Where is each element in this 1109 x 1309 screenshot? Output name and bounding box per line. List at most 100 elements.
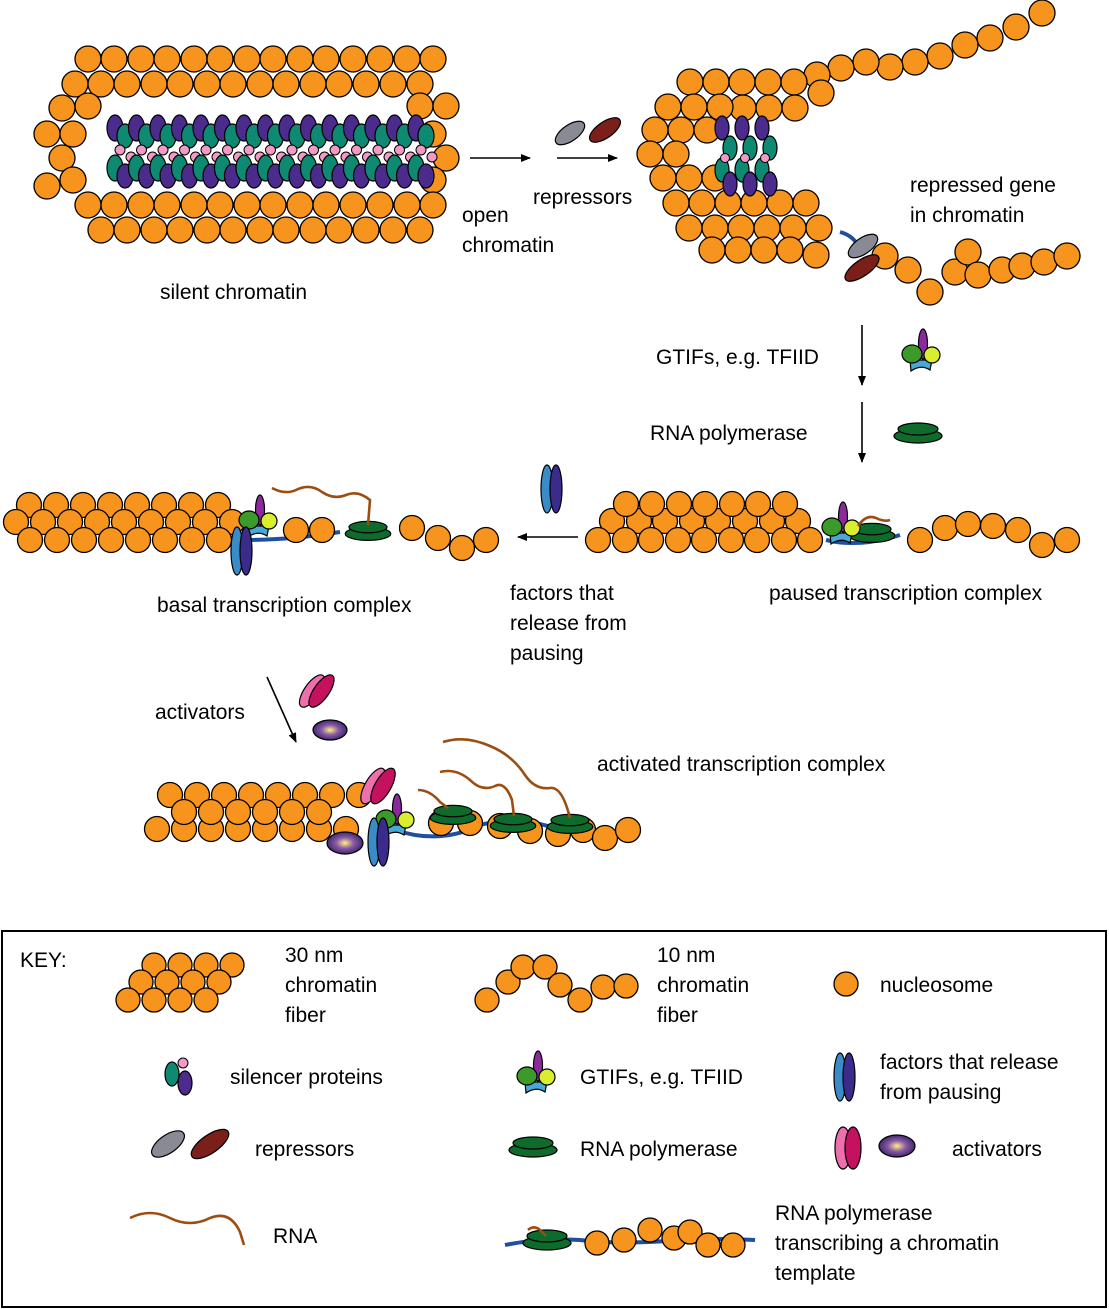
nucleosome (717, 526, 745, 554)
gtif-subunit (901, 344, 923, 364)
key-30nm-line1: 30 nm (285, 944, 343, 967)
key-activators: activators (952, 1138, 1042, 1161)
nucleosome (718, 490, 746, 518)
nucleosome (792, 189, 820, 217)
nucleosome (305, 798, 333, 826)
rna-transcript (856, 515, 891, 527)
nucleosome (613, 973, 639, 999)
nucleosome (796, 526, 824, 554)
nucleosome (474, 987, 500, 1013)
nucleosome (74, 191, 102, 219)
nucleosome (598, 507, 626, 535)
nucleosome (206, 45, 234, 73)
key-10nm-line3: fiber (657, 1004, 698, 1027)
nucleosome (637, 526, 665, 554)
nucleosome (180, 45, 208, 73)
nucleosome (180, 191, 208, 219)
nucleosome (852, 48, 880, 76)
label-silent-chromatin: silent chromatin (160, 281, 307, 304)
nucleosome (352, 70, 380, 98)
nucleosome (781, 94, 809, 122)
key-30nm-line3: fiber (285, 1004, 326, 1027)
nucleosome (193, 987, 219, 1013)
key-repressors: repressors (255, 1138, 354, 1161)
nucleosome (833, 971, 859, 997)
nucleosome (48, 94, 76, 122)
nucleosome (312, 191, 340, 219)
nucleosome (272, 216, 300, 244)
nucleosome (754, 68, 782, 96)
protein (588, 117, 622, 143)
nucleosome (954, 510, 982, 538)
nucleosome (662, 189, 690, 217)
nucleosome (127, 45, 155, 73)
nucleosome (379, 70, 407, 98)
rna-transcript (129, 1211, 246, 1246)
nucleosome (766, 189, 794, 217)
nucleosome (1028, 0, 1056, 27)
nucleosome (926, 42, 954, 70)
protein (754, 115, 770, 141)
silencer-protein (265, 144, 276, 156)
gtif-subunit (238, 510, 260, 530)
key-silencer-protein (177, 1070, 193, 1096)
release-factor (842, 1052, 856, 1102)
key-rna-polymerase: RNA polymerase (580, 1138, 738, 1161)
nucleosome (206, 969, 232, 995)
nucleosome (510, 954, 536, 980)
key-10nm-line2: chromatin (657, 974, 749, 997)
arrow-activators (266, 676, 297, 743)
key-transcribing-line1: RNA polymerase (775, 1202, 933, 1225)
silencer-protein (179, 144, 190, 156)
nucleosome (366, 45, 394, 73)
key-transcribing-line3: template (775, 1262, 856, 1285)
nucleosome (1030, 248, 1058, 276)
activator (308, 674, 335, 708)
silencer-protein (426, 151, 438, 163)
activator (370, 767, 396, 805)
rna-transcript (439, 769, 516, 817)
nucleosome (979, 512, 1007, 540)
key-repressor (151, 1130, 185, 1158)
proteins (106, 114, 943, 1251)
nucleosome (286, 45, 314, 73)
silencer-protein (720, 153, 730, 163)
protein (762, 171, 778, 197)
nucleosome (56, 508, 84, 536)
nucleosome (48, 144, 76, 172)
rna-polymerase (897, 422, 939, 436)
nucleosome (166, 216, 194, 244)
nucleosome (178, 526, 206, 554)
nucleosome (193, 70, 221, 98)
nucleosome (70, 526, 98, 554)
nucleosome (690, 526, 718, 554)
activator-ellipse (312, 719, 348, 741)
nucleosome (665, 490, 693, 518)
nucleosome (472, 526, 500, 554)
silencer-protein (157, 144, 169, 156)
label-open: open (462, 204, 509, 227)
rna-polymerase (512, 1136, 554, 1150)
rna-polymerase (433, 804, 473, 818)
nucleosome (638, 490, 666, 518)
key-release-line1: factors that release (880, 1051, 1059, 1074)
nucleosome (662, 140, 690, 168)
nucleosome (724, 236, 752, 264)
nucleosome (140, 70, 168, 98)
nucleosome (153, 191, 181, 219)
release-factor (376, 817, 390, 867)
key-release-line2: from pausing (880, 1081, 1001, 1104)
key-silencer-protein (164, 1061, 180, 1087)
nucleosome (339, 45, 367, 73)
silencer-protein (351, 144, 362, 156)
nucleosome (419, 45, 447, 73)
nucleosome (154, 969, 180, 995)
nucleosome (278, 798, 306, 826)
nucleosome (193, 952, 219, 978)
silencer-protein (243, 144, 255, 156)
key-10nm-line1: 10 nm (657, 944, 715, 967)
label-rna-polymerase: RNA polymerase (650, 422, 808, 445)
key-rna: RNA (273, 1225, 317, 1248)
nucleosome (366, 191, 394, 219)
nucleosome (770, 526, 798, 554)
